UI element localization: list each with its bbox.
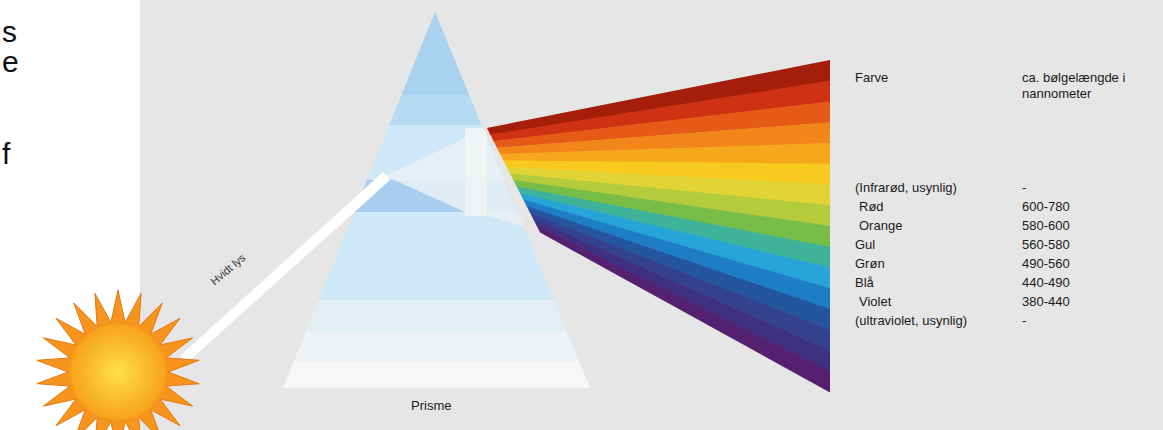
color-name: Orange — [859, 218, 902, 234]
color-name: Rød — [859, 199, 884, 215]
wavelength-range: - — [1022, 313, 1026, 329]
column-header: ca. bølgelængde i nannometer — [1022, 70, 1140, 101]
spectrum — [487, 60, 830, 393]
wavelength-range: 560-580 — [1022, 237, 1070, 253]
spectrum — [487, 60, 830, 392]
background-panel — [140, 0, 1163, 430]
sun-rays — [37, 290, 199, 430]
spectrum-band — [527, 206, 830, 330]
fragment-text: e — [2, 44, 19, 80]
color-name: (ultraviolet, usynlig) — [855, 313, 967, 329]
wavelength-range: - — [1022, 180, 1026, 196]
wavelength-range: 440-490 — [1022, 275, 1070, 291]
spectrum-band — [530, 213, 830, 352]
prism-label: Prisme — [411, 398, 451, 414]
color-name: Grøn — [855, 256, 885, 272]
wavelength-range: 580-600 — [1022, 218, 1070, 234]
color-name: Blå — [855, 275, 874, 291]
wavelength-range: 490-560 — [1022, 256, 1070, 272]
column-header: Farve — [855, 70, 888, 86]
sun — [37, 290, 199, 430]
color-name: Violet — [859, 294, 891, 310]
sun-disc — [70, 324, 166, 420]
wavelength-range: 600-780 — [1022, 199, 1070, 215]
fragment-text: f — [2, 136, 10, 172]
white-light-beam — [180, 172, 390, 362]
spectrum-band — [533, 219, 830, 372]
color-name: (Infrarød, usynlig) — [855, 180, 957, 196]
wavelength-range: 380-440 — [1022, 294, 1070, 310]
fragment-text: s — [2, 14, 17, 50]
color-name: Gul — [855, 237, 875, 253]
spectrum-band — [537, 226, 830, 393]
